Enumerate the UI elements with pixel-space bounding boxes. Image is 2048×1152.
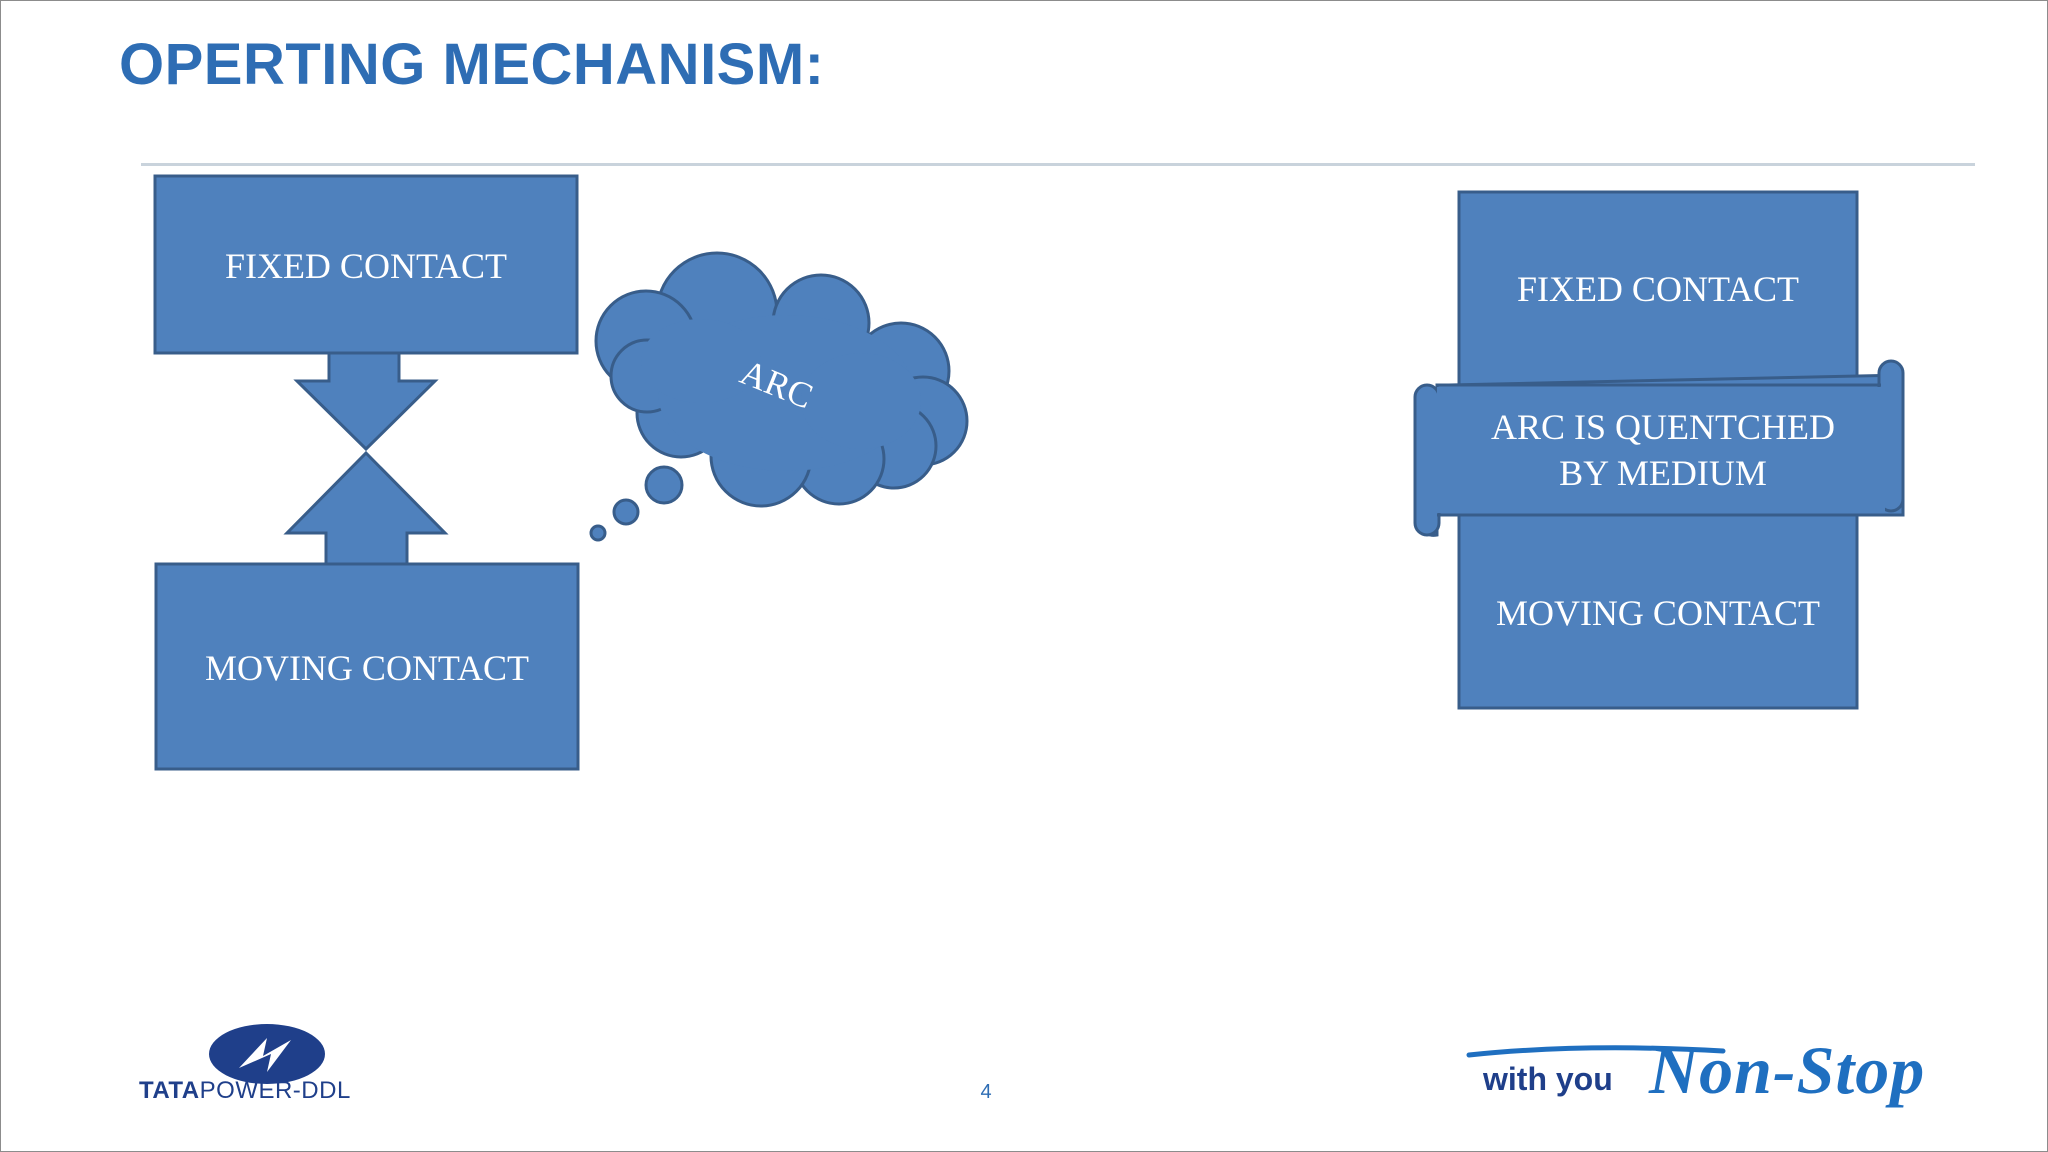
scroll-text-line2: BY MEDIUM — [1559, 453, 1767, 493]
left-moving-contact-label: MOVING CONTACT — [205, 648, 529, 688]
scroll-text-line1: ARC IS QUENTCHED — [1491, 407, 1835, 447]
left-fixed-contact-label: FIXED CONTACT — [225, 246, 507, 286]
brand-bold: TATA — [139, 1077, 200, 1104]
thought-bubble-medium — [612, 498, 640, 526]
thought-bubble-large — [644, 465, 684, 505]
left-fixed-contact-box — [153, 174, 579, 355]
tagline-with-you: with you — [1483, 1061, 1613, 1097]
scroll-banner — [1413, 359, 1905, 537]
right-moving-contact-label: MOVING CONTACT — [1496, 593, 1820, 633]
arc-cloud — [594, 251, 969, 508]
tagline-swoosh-icon — [1466, 1045, 1726, 1058]
up-arrow — [283, 450, 449, 566]
thought-bubble-small — [589, 524, 607, 542]
tata-power-logo-icon — [209, 1024, 325, 1084]
down-arrow — [293, 351, 439, 452]
tagline-non-stop: Non-Stop — [1649, 1032, 1926, 1108]
slide-title: OPERTING MECHANISM: — [119, 32, 825, 97]
brand-name: TATAPOWER-DDL — [139, 1077, 351, 1105]
left-moving-contact-box — [154, 562, 580, 771]
right-fixed-contact-box — [1457, 190, 1859, 387]
right-fixed-contact-label: FIXED CONTACT — [1517, 269, 1799, 309]
right-moving-contact-box — [1457, 511, 1859, 710]
title-divider — [141, 163, 1975, 166]
page-number: 4 — [980, 1081, 992, 1103]
brand-rest: POWER-DDL — [199, 1077, 351, 1104]
